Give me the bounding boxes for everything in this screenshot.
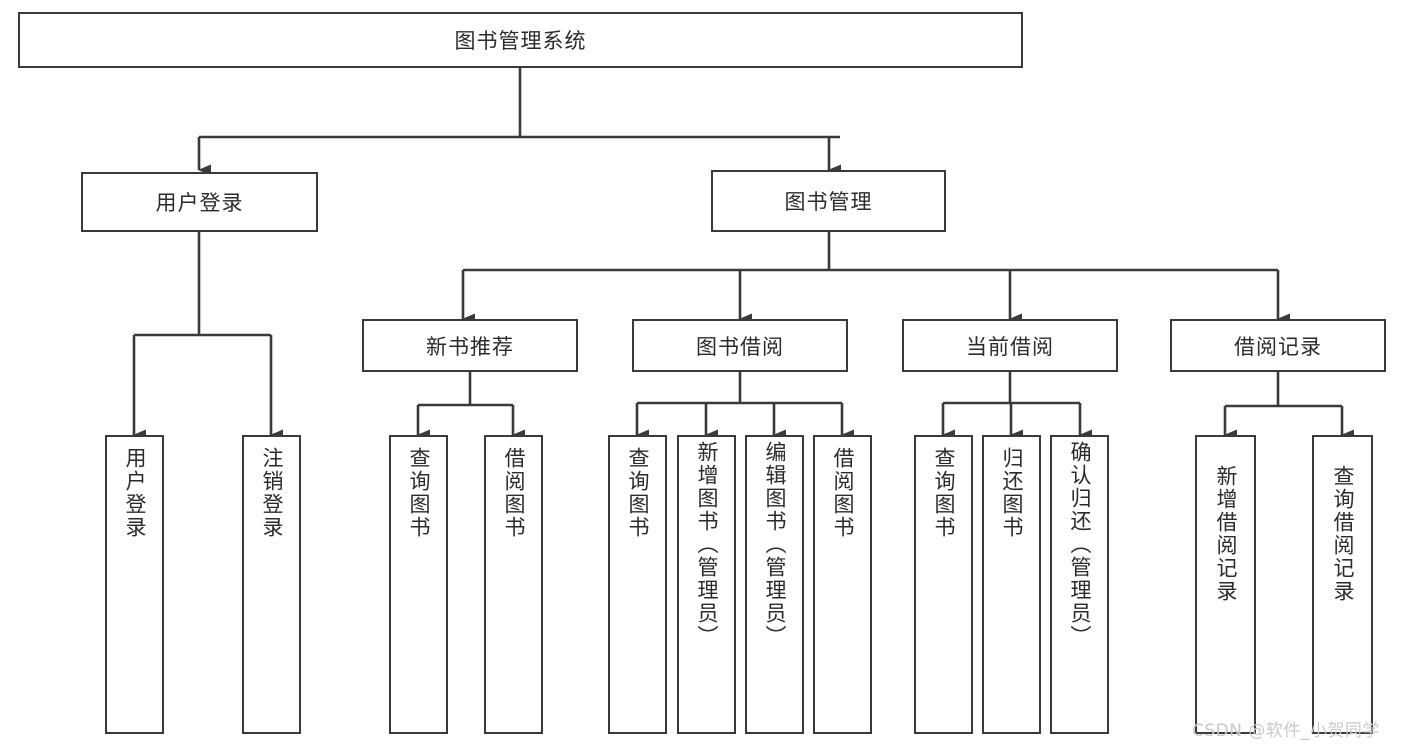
leaf-query-record-label: 查询借阅记录 [1330,465,1355,603]
node-root-system[interactable]: 图书管理系统 [18,12,1023,68]
csdn-watermark: CSDN @软件_小贺同学 [1192,716,1380,741]
csdn-watermark-text: CSDN @软件_小贺同学 [1192,721,1380,741]
node-book-borrow-label: 图书借阅 [696,334,784,359]
leaf-return-book[interactable]: 归还图书 [982,435,1041,734]
node-borrow-record[interactable]: 借阅记录 [1170,319,1386,372]
node-user-login-label: 用户登录 [155,191,244,215]
node-new-book-recommend[interactable]: 新书推荐 [362,319,578,372]
leaf-query-book-1[interactable]: 查询图书 [389,435,448,734]
node-user-login[interactable]: 用户登录 [81,172,318,232]
leaf-user-login-label: 用户登录 [122,447,147,539]
leaf-borrow-book-1[interactable]: 借阅图书 [484,435,543,734]
node-borrow-record-label: 借阅记录 [1234,334,1322,359]
leaf-query-book-2-label: 查询图书 [625,447,650,539]
node-new-book-recommend-label: 新书推荐 [426,334,514,359]
leaf-edit-book[interactable]: 编辑图书（管理员） [745,435,804,734]
leaf-add-book-label: 新增图书（管理员） [694,441,719,648]
leaf-add-book[interactable]: 新增图书（管理员） [677,435,736,734]
node-book-borrow[interactable]: 图书借阅 [632,319,848,372]
leaf-query-record[interactable]: 查询借阅记录 [1312,435,1373,734]
leaf-edit-book-label: 编辑图书（管理员） [762,441,787,648]
node-root-system-label: 图书管理系统 [454,29,587,53]
leaf-logout-login-label: 注销登录 [259,447,284,539]
node-current-borrow-label: 当前借阅 [966,334,1054,359]
leaf-add-record[interactable]: 新增借阅记录 [1195,435,1256,734]
leaf-query-book-3[interactable]: 查询图书 [914,435,973,734]
leaf-query-book-1-label: 查询图书 [406,447,431,539]
leaf-logout-login[interactable]: 注销登录 [242,435,301,734]
leaf-borrow-book-1-label: 借阅图书 [501,447,526,539]
node-current-borrow[interactable]: 当前借阅 [902,319,1118,372]
node-book-management[interactable]: 图书管理 [711,170,946,232]
leaf-return-book-label: 归还图书 [999,447,1024,539]
leaf-add-record-label: 新增借阅记录 [1213,465,1238,603]
leaf-query-book-3-label: 查询图书 [931,447,956,539]
leaf-user-login[interactable]: 用户登录 [105,435,164,734]
node-book-management-label: 图书管理 [784,190,873,214]
leaf-query-book-2[interactable]: 查询图书 [608,435,667,734]
leaf-confirm-return-label: 确认归还（管理员） [1067,441,1092,648]
leaf-borrow-book-2[interactable]: 借阅图书 [813,435,872,734]
leaf-confirm-return[interactable]: 确认归还（管理员） [1050,435,1109,734]
leaf-borrow-book-2-label: 借阅图书 [830,447,855,539]
